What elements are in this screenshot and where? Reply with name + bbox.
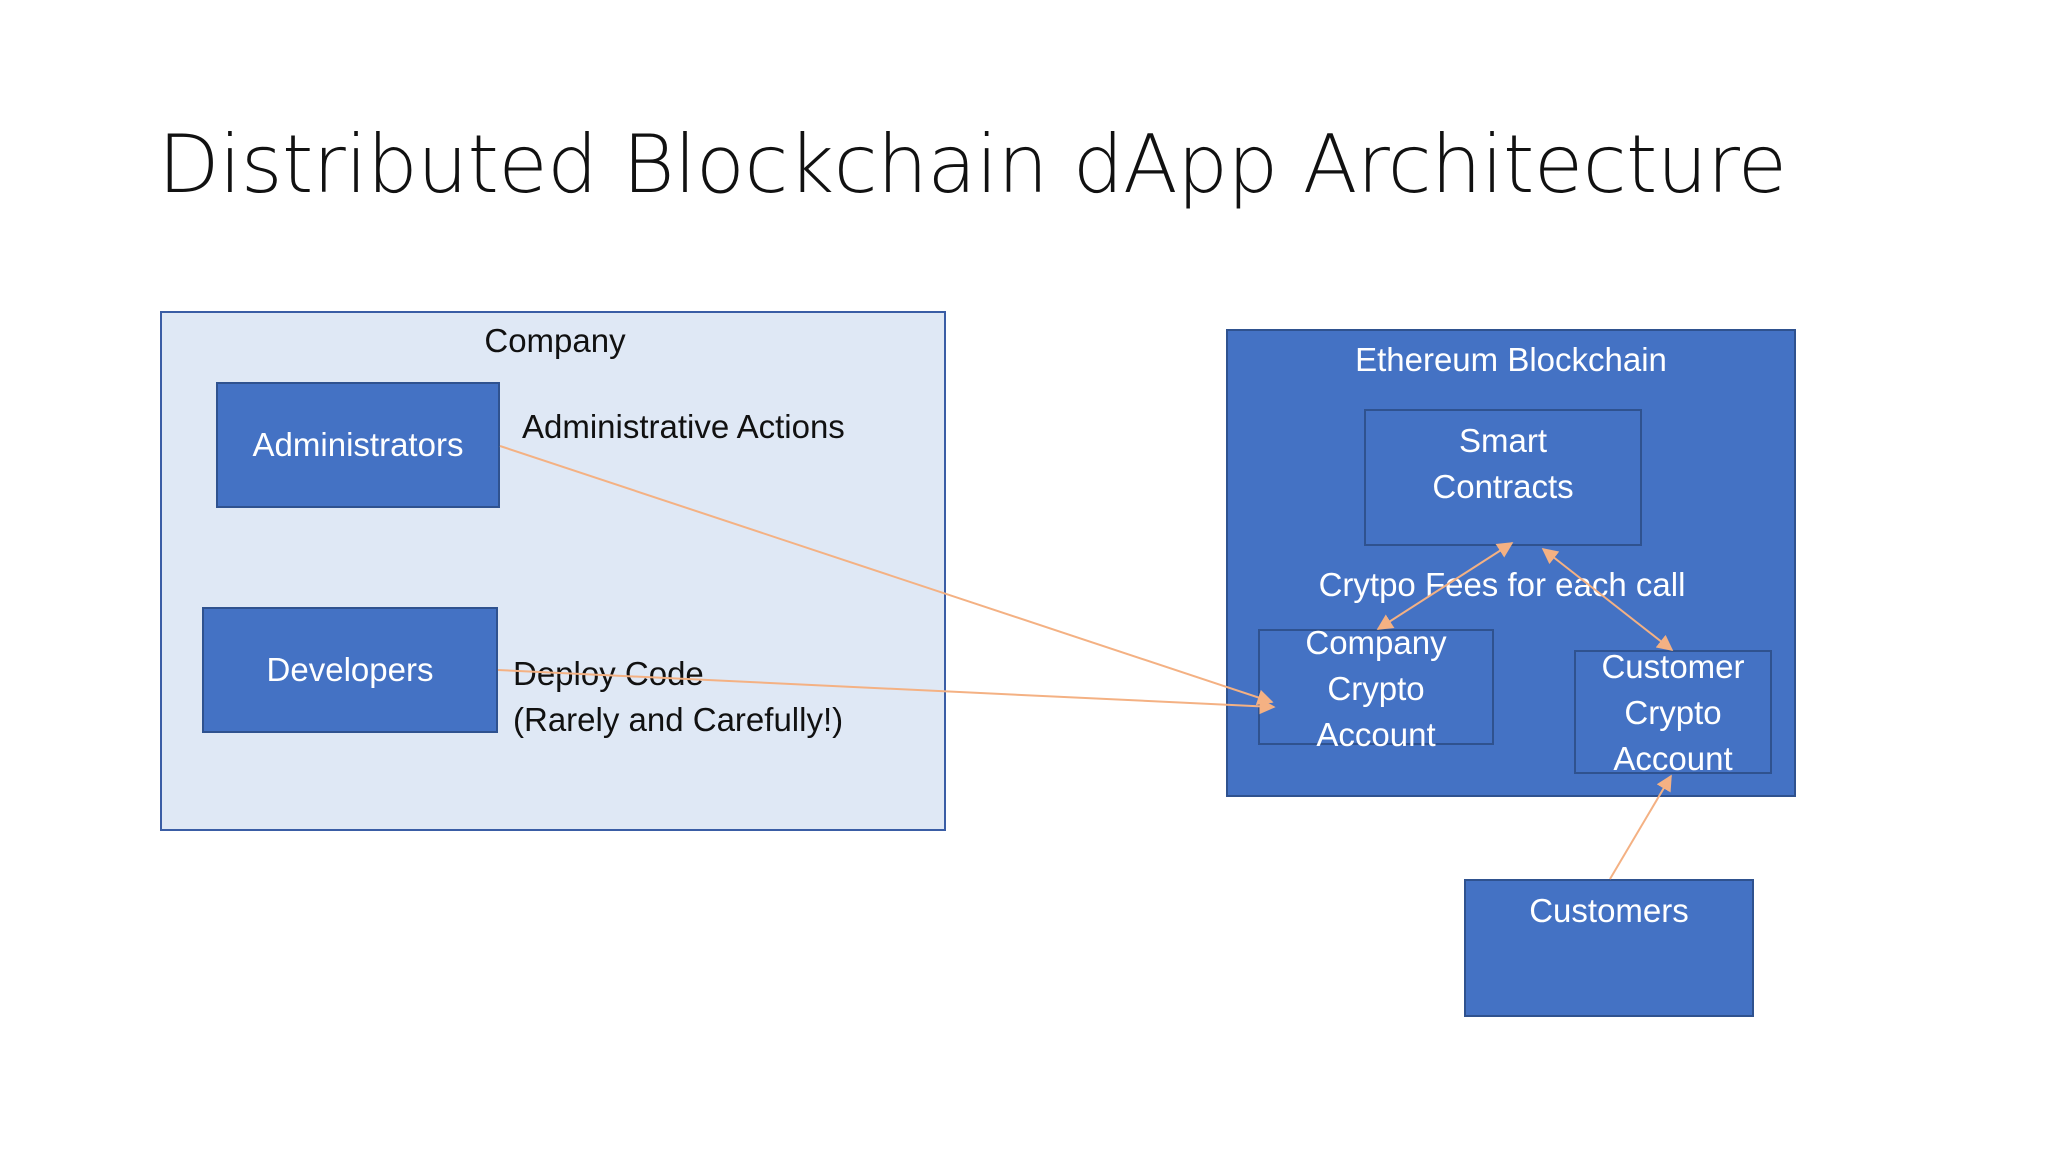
customers-label: Customers xyxy=(1529,892,1689,929)
smart-contracts-label-line2: Contracts xyxy=(1432,468,1574,505)
customer-crypto-account-line2: Crypto xyxy=(1624,694,1722,731)
deploy-code-label: Deploy Code xyxy=(513,655,704,692)
customers-box xyxy=(1464,879,1754,1017)
developers-label: Developers xyxy=(266,651,434,688)
administrators-box: Administrators xyxy=(216,382,500,508)
administrative-actions-label: Administrative Actions xyxy=(522,408,845,445)
smart-contracts-label-line1: Smart xyxy=(1458,422,1547,459)
company-crypto-account-line2: Crypto xyxy=(1327,670,1425,707)
slide-title: Distributed Blockchain dApp Architecture xyxy=(158,118,1787,211)
company-label: Company xyxy=(484,322,626,359)
ethereum-blockchain-label: Ethereum Blockchain xyxy=(1355,341,1667,378)
company-crypto-account-line3: Account xyxy=(1316,716,1436,753)
crypto-fees-label: Crytpo Fees for each call xyxy=(1318,566,1686,603)
customer-crypto-account-box xyxy=(1574,650,1772,774)
deploy-code-note: (Rarely and Carefully!) xyxy=(513,701,844,738)
customer-crypto-account-line1: Customer xyxy=(1601,648,1745,685)
company-crypto-account-line1: Company xyxy=(1305,624,1447,661)
developers-box: Developers xyxy=(202,607,498,733)
customer-crypto-account-line3: Account xyxy=(1613,740,1733,777)
administrators-label: Administrators xyxy=(252,426,464,463)
